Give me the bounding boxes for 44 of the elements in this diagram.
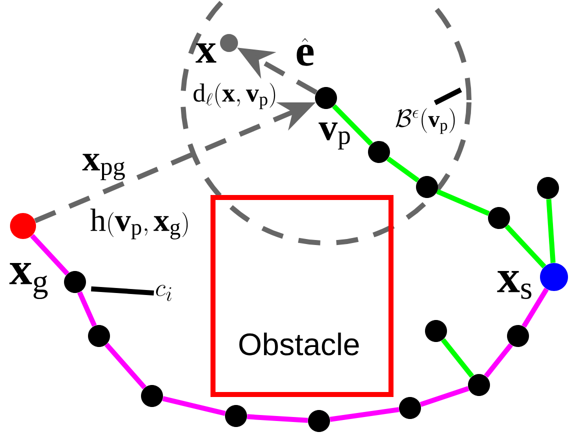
vertex-dot xyxy=(468,374,490,396)
tree-edge xyxy=(386,156,420,182)
vertex-dot xyxy=(141,385,163,407)
vertex-dot xyxy=(64,271,86,293)
obstacle-box: Obstacle xyxy=(210,195,394,397)
formula-label: $\mathrm{d}_{\ell}(\mathbf{x},\mathbf{v}_{\mathrm{p}})$ xyxy=(194,82,276,110)
point-label: $\mathbf{x}$ xyxy=(196,43,216,63)
sample-dot xyxy=(220,34,238,52)
tree-edge xyxy=(77,291,97,327)
vertex-dot xyxy=(507,325,529,347)
vertex-dot xyxy=(540,263,568,291)
tree-edge xyxy=(484,343,513,378)
vertex-dot xyxy=(368,141,390,163)
leader-line xyxy=(91,286,154,296)
vertex-dot xyxy=(399,397,421,419)
tree-edge xyxy=(162,396,226,416)
tree-edge xyxy=(247,414,308,423)
vertex-dot xyxy=(315,87,337,109)
tree-edge xyxy=(330,407,400,422)
vertex-dot xyxy=(537,177,559,199)
tree-edge xyxy=(504,224,546,268)
tree-edge xyxy=(30,234,70,276)
point-label: $\mathbf{x}_{\mathrm{g}}$ xyxy=(9,263,48,299)
vertex-dot xyxy=(88,325,110,347)
formula-label: $\mathbf{x}_{\mathrm{pg}}$ xyxy=(82,154,125,180)
formula-label: $\mathcal{B}^{\epsilon}(\mathbf{v}_{\mathrm{p}})$ xyxy=(396,108,455,134)
vertex-dot xyxy=(425,320,447,342)
point-label: $\mathbf{v}_{\mathrm{p}}$ xyxy=(318,122,350,150)
formula-label: $\mathrm{h}(\mathbf{v}_{\mathrm{p}},\mathbf{x}_{\mathrm{g}})$ xyxy=(90,208,188,240)
vertex-dot xyxy=(488,207,510,229)
tree-edge xyxy=(420,386,470,407)
tree-edge xyxy=(104,342,146,390)
tree-edge xyxy=(436,189,490,216)
leader-line xyxy=(434,88,462,106)
tree-edge xyxy=(441,338,474,378)
vertex-dot xyxy=(10,213,36,239)
tree-edge xyxy=(546,199,556,263)
tree-edge xyxy=(332,104,373,146)
point-label: $\mathbf{x}_{\mathrm{s}}$ xyxy=(497,270,532,299)
formula-label: $\hat{\mathbf{e}}$ xyxy=(296,38,314,66)
vertex-dot xyxy=(308,410,330,432)
vertex-dot xyxy=(225,405,247,427)
tree-edge xyxy=(522,288,549,328)
formula-label: $c_{i}$ xyxy=(156,284,172,302)
